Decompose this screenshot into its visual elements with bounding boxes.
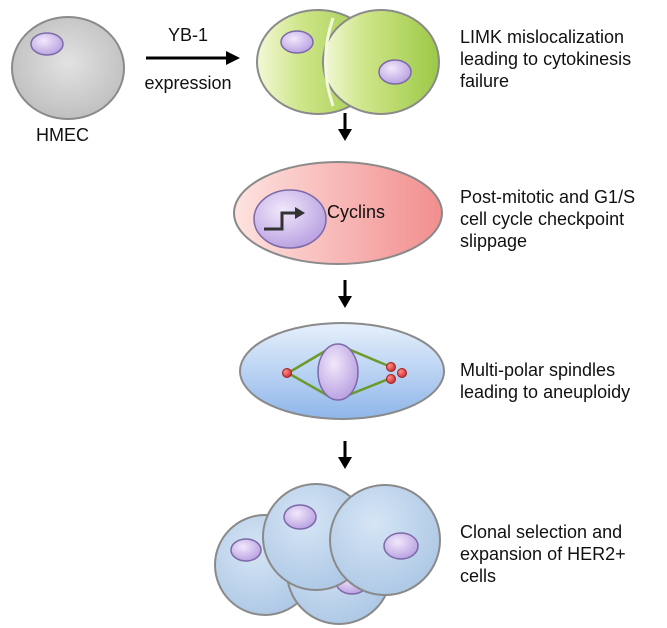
step-2-label: Post-mitotic and G1/S cell cycle checkpo…: [460, 187, 636, 251]
step-1-label: LIMK mislocalization leading to cytokine…: [460, 27, 632, 91]
checkpoint-nucleus: [253, 189, 327, 249]
dividing-nucleus-right: [378, 59, 412, 85]
step-4-label: Clonal selection and expansion of HER2+ …: [460, 522, 626, 586]
hmec-label: HMEC: [36, 125, 89, 145]
down-arrow-2: [338, 280, 352, 308]
cyclins-label: Cyclins: [327, 202, 386, 222]
yb1-label: YB-1: [167, 25, 209, 45]
dividing-nucleus-left: [280, 30, 314, 54]
checkpoint-cell: [233, 161, 443, 265]
dividing-cell: [256, 9, 440, 115]
gene-activation-arrow-icon: [264, 211, 296, 231]
hmec-cell: [11, 16, 125, 120]
hmec-nucleus: [30, 32, 64, 56]
centrosome-right-bottom: [386, 374, 396, 384]
centrosome-right-top: [386, 362, 396, 372]
clone-cell-right: [329, 484, 441, 596]
step-3-label: Multi-polar spindles leading to aneuploi…: [460, 360, 631, 402]
clone-cluster: [214, 483, 441, 625]
spindle-nucleus: [317, 343, 359, 401]
expression-label: expression: [144, 73, 232, 93]
centrosome-right-outer: [397, 368, 407, 378]
centrosome-left: [282, 368, 292, 378]
down-arrow-3: [338, 441, 352, 469]
down-arrow-1: [338, 113, 352, 141]
yb1-arrow: [146, 51, 240, 65]
spindle-cell: [239, 322, 445, 420]
